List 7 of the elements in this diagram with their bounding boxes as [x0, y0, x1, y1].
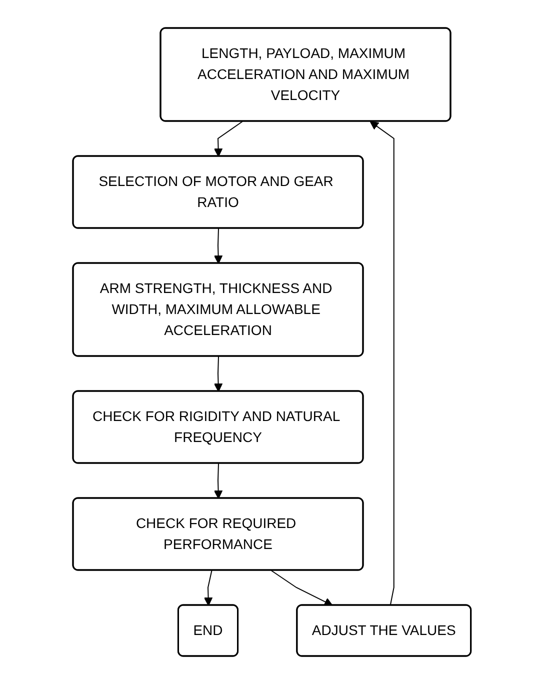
arrow	[369, 121, 394, 606]
arrow	[270, 570, 332, 606]
arrow	[203, 570, 212, 606]
arrow	[213, 463, 222, 499]
arrow	[213, 228, 222, 264]
arrow	[213, 356, 222, 392]
arrow	[213, 121, 242, 157]
